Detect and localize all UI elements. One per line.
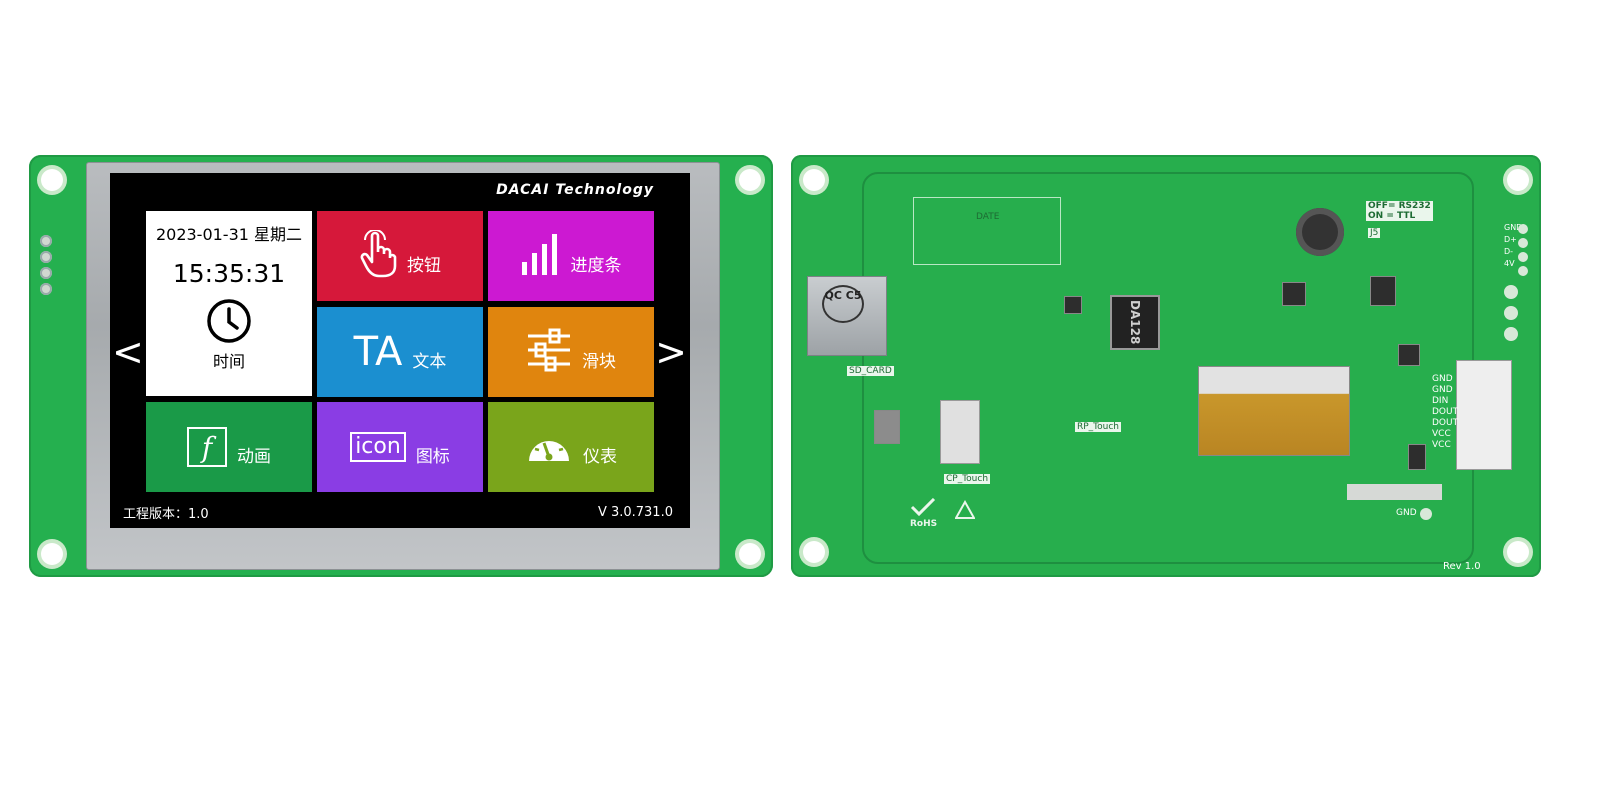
firmware-version: V 3.0.731.0 (597, 505, 673, 520)
icon-tile[interactable]: icon 图标 (317, 402, 483, 492)
rohs-mark: RoHS (910, 497, 938, 529)
side-pin-header (40, 235, 54, 299)
ic-component (1408, 444, 1426, 470)
tile-label: 进度条 (570, 255, 622, 276)
pin-label: 4V (1504, 259, 1515, 268)
next-page-button[interactable]: > (655, 330, 687, 374)
ic-component (1282, 282, 1306, 306)
mount-hole (41, 543, 63, 565)
pad (1420, 508, 1432, 520)
rp-touch-label: RP_Touch (1075, 422, 1122, 432)
gauge-icon (525, 425, 573, 470)
clock-date: 2023-01-31 星期二 (155, 225, 303, 244)
hand-pointer-icon (359, 228, 397, 283)
esd-icon (954, 499, 976, 523)
main-chip: DA128 (1110, 295, 1160, 350)
ic-component (1370, 276, 1396, 306)
date-label: DATE (976, 212, 1000, 222)
progress-bars-icon (521, 232, 561, 281)
qc-sticker: QC C5 (822, 285, 864, 323)
rev-label: Rev 1.0 (1443, 561, 1481, 572)
pad (1518, 266, 1528, 276)
pin-label: VCC (1432, 440, 1451, 450)
ic-component (1398, 344, 1420, 366)
tile-label: 图标 (415, 446, 450, 467)
pin-label: DIN (1432, 396, 1449, 406)
tile-label: 仪表 (583, 446, 617, 467)
rohs-label: RoHS (910, 519, 938, 529)
cp-touch-label: CP_Touch (944, 474, 991, 484)
pad (1504, 327, 1518, 341)
clock-icon (146, 298, 312, 348)
text-tile[interactable]: TA 文本 (317, 307, 483, 397)
pin-label: DOUT (1432, 418, 1459, 428)
pin-label: GND (1432, 385, 1453, 395)
buzzer (1296, 208, 1344, 256)
cp-touch-connector (940, 400, 980, 464)
progress-tile[interactable]: 进度条 (488, 211, 654, 301)
mount-hole (803, 541, 825, 563)
back-module-pcb (791, 155, 1541, 577)
mount-hole (739, 543, 761, 565)
jumper-id: J5 (1368, 228, 1381, 238)
clock-label: 时间 (212, 352, 245, 371)
pin-label: DOUT (1432, 407, 1459, 417)
mount-hole (1507, 169, 1529, 191)
flash-icon: f (187, 427, 227, 467)
blank-label (1347, 484, 1442, 500)
pin-label: VCC (1432, 429, 1451, 439)
date-box: DATE (913, 197, 1061, 265)
check-icon (910, 497, 936, 517)
pin-label: D- (1504, 247, 1514, 256)
io-connector (1456, 360, 1512, 470)
fpc-connector (1198, 366, 1350, 456)
mount-hole (803, 169, 825, 191)
gnd-label: GND (1396, 508, 1417, 518)
pad (1504, 306, 1518, 320)
pin-label: GND (1504, 223, 1523, 232)
ic-component (1064, 296, 1082, 314)
pad (1504, 285, 1518, 299)
pad (1518, 224, 1528, 234)
mount-hole (41, 169, 63, 191)
pad (1518, 252, 1528, 262)
usb-pin-labels: GND D+ D- 4V (1504, 222, 1522, 270)
pin-label: D+ (1504, 235, 1517, 244)
sd-card-label: SD_CARD (847, 366, 894, 376)
button-tile[interactable]: 按钮 (317, 211, 483, 301)
tile-label: 文本 (412, 351, 447, 372)
tile-label: 动画 (237, 446, 271, 467)
time-tile[interactable]: 2023-01-31 星期二 15:35:31 时间 (146, 211, 312, 396)
gauge-tile[interactable]: 仪表 (488, 402, 654, 492)
touch-screen[interactable]: DACAI Technology < > 2023-01-31 星期二 15:3… (110, 173, 690, 528)
mount-hole (1507, 541, 1529, 563)
clock-time: 15:35:31 (172, 259, 286, 288)
brand-title: DACAI Technology (496, 182, 654, 198)
pad (1518, 238, 1528, 248)
pad-component (874, 410, 900, 444)
text-ta-icon: TA (353, 329, 403, 375)
animation-tile[interactable]: f 动画 (146, 402, 312, 492)
connector-pin-labels: GND GND DIN DOUT DOUT VCC VCC (1432, 374, 1458, 451)
project-version: 工程版本：1.0 (123, 507, 209, 522)
prev-page-button[interactable]: < (112, 330, 144, 374)
mount-hole (739, 169, 761, 191)
slider-icon (526, 328, 572, 377)
tile-label: 按钮 (407, 255, 441, 276)
jumper-label: OFF= RS232 ON = TTL (1366, 201, 1433, 221)
tile-label: 滑块 (582, 351, 616, 372)
slider-tile[interactable]: 滑块 (488, 307, 654, 397)
icon-text-icon: icon (350, 432, 406, 462)
pin-label: GND (1432, 374, 1453, 384)
